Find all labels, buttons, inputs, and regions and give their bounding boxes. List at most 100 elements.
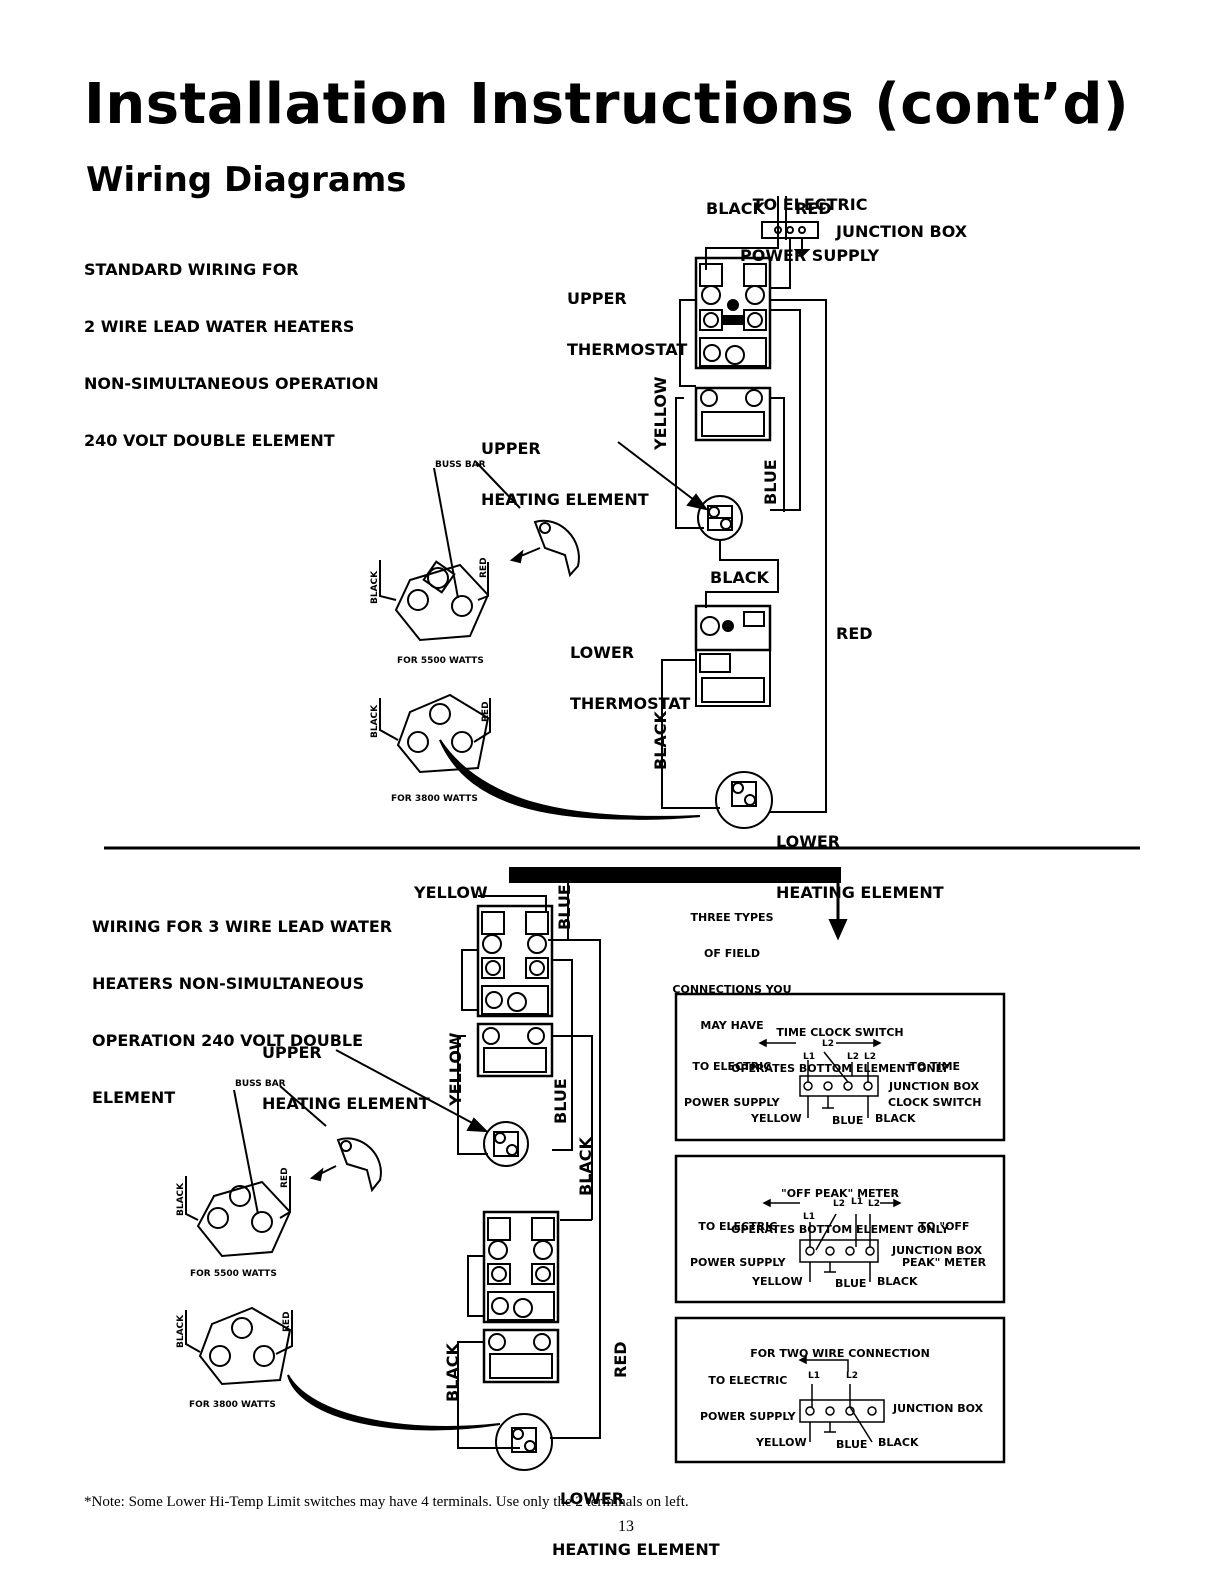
lower-element-line: HEATING ELEMENT xyxy=(776,883,944,902)
upper-thermostat-line: UPPER xyxy=(567,289,627,308)
wire-3w-black xyxy=(552,1035,593,1220)
box1-black: BLACK xyxy=(875,1112,916,1125)
arrow-head xyxy=(686,493,709,511)
arrow-3w-line xyxy=(335,1049,479,1127)
box-off-peak xyxy=(674,1154,1006,1304)
box-title-line: "OFF PEAK" METER xyxy=(780,1187,900,1200)
lower-thermostat-line: LOWER xyxy=(570,643,635,662)
standard-heading-line: STANDARD WIRING FOR xyxy=(84,260,299,279)
box-title-line: TIME CLOCK SWITCH xyxy=(776,1026,904,1039)
box1-wiring xyxy=(758,1038,882,1118)
thick-bar xyxy=(509,867,841,883)
wire-black-to-thermostat xyxy=(705,238,779,270)
standard-heading-line: NON-SIMULTANEOUS OPERATION xyxy=(84,374,379,393)
box-left-line: POWER SUPPLY xyxy=(700,1410,796,1423)
box3-left-label: TO ELECTRIC POWER SUPPLY xyxy=(700,1351,796,1435)
wire-3w-yellow xyxy=(457,1035,488,1155)
lower-heating-element-3w xyxy=(495,1413,553,1471)
box3-wiring xyxy=(798,1355,885,1443)
buss3w-hole xyxy=(340,1140,352,1152)
box2-l1b: L1 xyxy=(851,1197,863,1207)
upper-thermostat-3w xyxy=(476,904,554,1018)
box-right-line: CLOCK SWITCH xyxy=(888,1096,982,1109)
box2-l2b: L2 xyxy=(868,1199,880,1209)
wire-yellow-top xyxy=(478,895,547,912)
box2-left-label: TO ELECTRIC POWER SUPPLY xyxy=(690,1197,786,1281)
for-5500-label: FOR 5500 WATTS xyxy=(397,656,484,666)
box3-l1: L1 xyxy=(808,1371,820,1381)
buss-bar-label: BUSS BAR xyxy=(435,460,486,470)
three-wire-heading-line: ELEMENT xyxy=(92,1088,176,1107)
buss-bar-hole xyxy=(539,522,551,534)
wire-3w-loop xyxy=(461,949,478,1011)
lower-thermostat-3w-lower xyxy=(482,1328,560,1384)
box-right-line: TO "OFF xyxy=(918,1220,970,1233)
element-3800-3w xyxy=(185,1306,293,1386)
box2-l2: L2 xyxy=(833,1199,845,1209)
lower-element-line: LOWER xyxy=(560,1489,625,1508)
lower-thermostat-line: THERMOSTAT xyxy=(570,694,691,713)
three-wire-heading-line: WIRING FOR 3 WIRE LEAD WATER xyxy=(92,917,393,936)
upper-thermostat-3w-lower xyxy=(476,1022,554,1078)
box1-blue: BLUE xyxy=(832,1114,864,1127)
upper-element-line: UPPER xyxy=(262,1043,322,1062)
upper-element-label: UPPER HEATING ELEMENT xyxy=(481,406,649,525)
supply-red-label: RED xyxy=(795,199,832,218)
buss3w-leader2 xyxy=(233,1089,259,1215)
buss-arrow-head xyxy=(509,549,524,564)
buss3w-shape xyxy=(336,1137,382,1193)
box-left-line: TO ELECTRIC xyxy=(708,1374,788,1387)
box-title-line: FOR TWO WIRE CONNECTION xyxy=(750,1347,930,1360)
box-right-line: TO TIME xyxy=(909,1060,961,1073)
three-types-line: MAY HAVE xyxy=(700,1019,764,1032)
upper-thermostat-lower xyxy=(694,386,772,442)
lower-element-label: LOWER HEATING ELEMENT xyxy=(776,799,944,918)
box-title-line: OPERATES BOTTOM ELEMENT ONLY xyxy=(731,1062,949,1075)
arrow-line xyxy=(617,441,699,504)
for-3800-label: FOR 3800 WATTS xyxy=(391,794,478,804)
three-wire-heading-line: OPERATION 240 VOLT DOUBLE xyxy=(92,1031,364,1050)
wire-3w-black-low xyxy=(457,1341,520,1449)
box-time-clock xyxy=(674,992,1006,1142)
box2-title: "OFF PEAK" METER OPERATES BOTTOM ELEMENT… xyxy=(676,1164,1004,1248)
standard-heading-line: 240 VOLT DOUBLE ELEMENT xyxy=(84,431,335,450)
for-3800-label: FOR 3800 WATTS xyxy=(189,1400,276,1410)
box2-junction: JUNCTION BOX xyxy=(892,1244,983,1257)
standard-heading-line: 2 WIRE LEAD WATER HEATERS xyxy=(84,317,355,336)
wire-3w-red xyxy=(550,939,601,1439)
box1-left-label: TO ELECTRIC POWER SUPPLY xyxy=(684,1037,780,1121)
wire-red-main xyxy=(770,299,827,813)
junction-terminal xyxy=(786,226,794,234)
wire-loop-left xyxy=(679,299,696,387)
to-supply-line: TO ELECTRIC xyxy=(752,195,868,214)
box1-junction: JUNCTION BOX xyxy=(889,1080,980,1093)
buss-leader xyxy=(475,461,521,509)
box3-l2: L2 xyxy=(846,1371,858,1381)
box1-title: TIME CLOCK SWITCH OPERATES BOTTOM ELEMEN… xyxy=(676,1003,1004,1087)
box2-blue: BLUE xyxy=(835,1277,867,1290)
arrow-3w-head xyxy=(466,1117,489,1133)
box3-title: FOR TWO WIRE CONNECTION xyxy=(676,1324,1004,1372)
ground-symbol xyxy=(793,249,811,258)
box2-wiring xyxy=(762,1198,902,1282)
junction-box-label: JUNCTION BOX xyxy=(836,222,968,241)
box3-blue: BLUE xyxy=(836,1438,868,1451)
element-3800-top xyxy=(379,693,491,774)
lower-element-3w-label: LOWER HEATING ELEMENT xyxy=(552,1456,720,1575)
wire-3w-blue xyxy=(552,959,573,1151)
box2-yellow: YELLOW xyxy=(752,1275,803,1288)
box2-black: BLACK xyxy=(877,1275,918,1288)
box-title-line: OPERATES BOTTOM ELEMENT ONLY xyxy=(731,1223,949,1236)
page-title: Installation Instructions (cont’d) xyxy=(84,72,1130,137)
buss-leader2 xyxy=(433,467,459,599)
box-left-line: POWER SUPPLY xyxy=(690,1256,786,1269)
box1-right-label: TO TIME CLOCK SWITCH xyxy=(888,1037,981,1121)
three-wire-heading-line: HEATERS NON-SIMULTANEOUS xyxy=(92,974,365,993)
page-number: 13 xyxy=(618,1518,634,1535)
wire-red-to-thermostat xyxy=(770,238,791,289)
box3-junction: JUNCTION BOX xyxy=(893,1402,984,1415)
lower-thermostat-label: LOWER THERMOSTAT xyxy=(570,610,690,729)
three-types-line: OF FIELD xyxy=(704,947,760,960)
upper-element-line: UPPER xyxy=(481,439,541,458)
